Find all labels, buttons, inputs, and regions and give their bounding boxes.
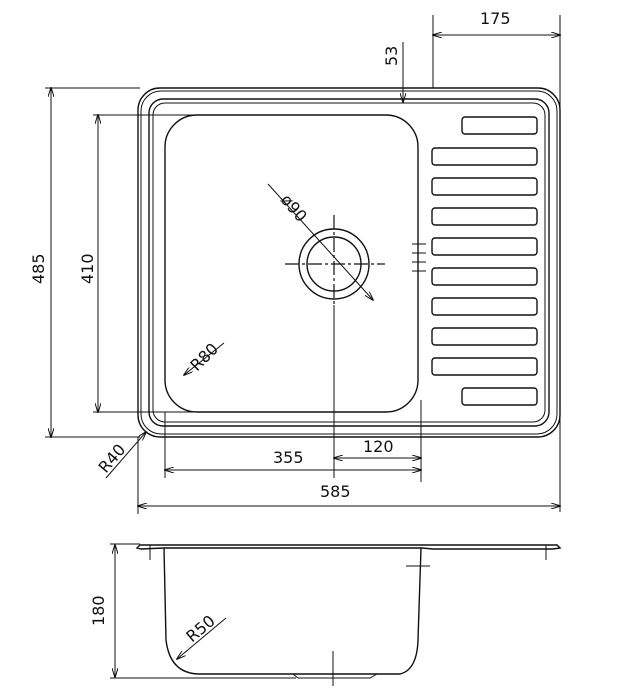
bowl-radius-label: R80 <box>186 339 222 375</box>
dim-top-offset: 53 <box>382 46 401 66</box>
sink-outer-edge <box>137 87 561 438</box>
drainer-slot <box>461 116 538 135</box>
side-drain-lip <box>292 673 378 679</box>
top-view: ø90 175 53 <box>29 9 560 514</box>
drainer-slot <box>431 177 538 196</box>
sink-rim-inner-line <box>152 102 546 423</box>
drainer-slot <box>431 237 538 256</box>
bottom-radius-leader <box>177 617 227 659</box>
drainer-slot <box>431 267 538 286</box>
dim-bowl-width: 355 <box>273 448 304 467</box>
drain-diameter-label: ø90 <box>277 190 311 225</box>
dim-bowl-depth: 410 <box>78 253 97 284</box>
overflow-ticks <box>412 243 426 272</box>
drain-diameter-leader <box>267 183 373 300</box>
dim-drainer-width: 175 <box>480 9 511 28</box>
side-view: 180 R50 <box>89 543 562 686</box>
sink-rim <box>148 98 550 427</box>
drainer-slot <box>431 147 538 166</box>
corner-radius-label: R40 <box>95 440 130 476</box>
drainer-slots <box>431 116 538 406</box>
dim-overall-width: 585 <box>320 482 351 501</box>
bottom-radius-label: R50 <box>182 611 218 646</box>
side-rim <box>135 544 562 550</box>
drainer-slot <box>431 207 538 226</box>
corner-radius-leader <box>105 432 146 479</box>
bowl-radius-leader <box>184 342 225 375</box>
drainer-slot <box>461 387 538 406</box>
sink-outer-edge-inner-line <box>140 90 558 435</box>
dim-bowl-height: 180 <box>89 595 108 626</box>
dim-drain-offset: 120 <box>363 437 394 456</box>
drainer-slot <box>431 297 538 316</box>
dim-overall-depth: 485 <box>29 253 48 284</box>
drainer-slot <box>431 357 538 376</box>
bowl <box>164 114 419 413</box>
side-bowl-profile <box>163 547 422 675</box>
drainer-slot <box>431 327 538 346</box>
